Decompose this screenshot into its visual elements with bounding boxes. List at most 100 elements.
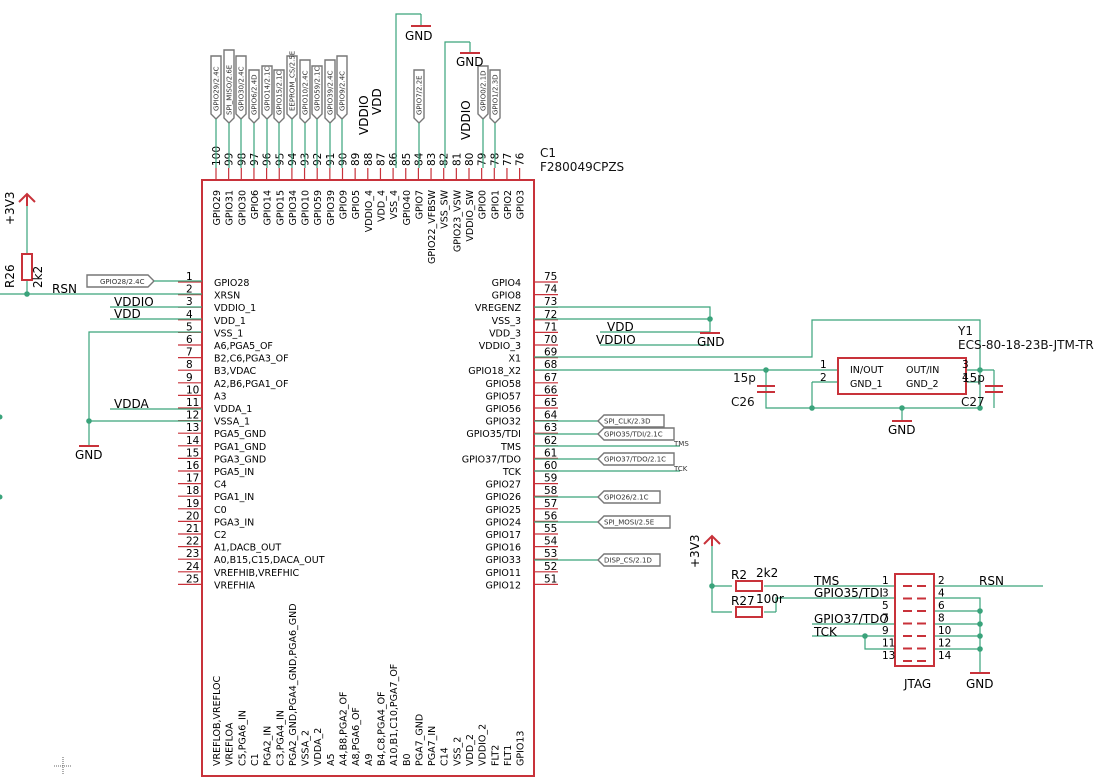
net-tck-small: TCK	[673, 465, 688, 473]
chip-pin-name: GPIO24	[486, 517, 521, 528]
junction-cap-gnd-3	[977, 405, 983, 411]
chip-pin-name: GPIO8	[492, 291, 521, 302]
chip-pin-name: B0	[402, 753, 413, 766]
left-wiring	[0, 206, 202, 445]
chip-pin-name: GPIO15	[275, 190, 286, 225]
net-tdi-jtag: GPIO35/TDI	[814, 586, 883, 600]
svg-text:EEPROM_CS/2.5E: EEPROM_CS/2.5E	[289, 51, 297, 111]
svg-text:GND_1: GND_1	[850, 379, 883, 390]
chip-pin-name: VSS_1	[214, 328, 243, 339]
chip-pin-name: GPIO2	[503, 190, 514, 219]
junction-jtag-8	[977, 621, 983, 627]
capacitor-c26: 15p C26	[731, 371, 775, 409]
chip-value: F280049CPZS	[540, 160, 624, 174]
chip-pin-name: GPIO26	[486, 492, 521, 503]
chip-pin-name: GPIO57	[486, 391, 521, 402]
svg-text:4: 4	[962, 372, 969, 384]
gnd-symbol-top-1: GND	[405, 25, 433, 43]
chip-pin-number: 19	[186, 498, 199, 510]
chip-pin-number: 81	[451, 153, 463, 166]
chip-pin-name: VDDIO_4	[364, 190, 375, 232]
junction-jtag-6	[977, 608, 983, 614]
chip-pin-name: PGA5_GND	[214, 429, 266, 440]
svg-text:100r: 100r	[756, 592, 784, 606]
svg-text:GPIO6/2.4D: GPIO6/2.4D	[251, 74, 259, 115]
svg-text:C26: C26	[731, 395, 755, 409]
chip-pin-name: A4,B8,PGA2_OF	[339, 692, 350, 766]
svg-text:R27: R27	[731, 594, 755, 608]
chip-pin-number: 55	[544, 523, 557, 535]
wire-jtag-11	[864, 636, 895, 650]
power-symbol-3v3-left: +3V3	[3, 191, 36, 225]
net-flag: GPIO59/2.1C	[311, 65, 323, 168]
chip-pin-number: 75	[544, 271, 557, 283]
chip-body	[201, 179, 535, 777]
chip-pin-name: GPIO14	[263, 190, 274, 225]
chip-pin-name: A6,PGA5_OF	[214, 341, 273, 352]
chip-pin-number: 20	[186, 510, 199, 522]
chip-pin-name: GPIO23_VSW	[452, 189, 463, 252]
chip-pin-name: GPIO28	[214, 278, 249, 289]
svg-text:GPIO35/TDI/2.1C: GPIO35/TDI/2.1C	[604, 431, 663, 439]
net-flag: SPI_CLK/2.3D	[597, 414, 665, 428]
net-flag: GPIO26/2.1C	[597, 490, 661, 504]
svg-text:IN/OUT: IN/OUT	[850, 365, 884, 376]
svg-text:GND: GND	[405, 29, 433, 43]
chip-pin-name: GPIO7	[414, 190, 425, 219]
chip-pin-number: 77	[502, 153, 514, 166]
chip-pin-number: 86	[388, 152, 400, 166]
power-symbol-3v3-jtag: +3V3	[688, 534, 721, 568]
chip-pin-number: 70	[544, 334, 557, 346]
chip-pin-name: VDD_2	[465, 734, 476, 766]
gnd-symbol-vss3: GND	[697, 332, 725, 349]
chip-pin-name: B4,C8,PGA4_OF	[376, 691, 387, 766]
net-flag: GPIO28/2.4C	[86, 274, 202, 288]
chip-pin-name: VREFHIA	[214, 580, 256, 591]
net-vdda-left: VDDA	[114, 397, 149, 411]
chip-pin-number: 95	[274, 153, 286, 166]
svg-text:8: 8	[938, 613, 945, 625]
chip-pin-name: GPIO17	[486, 530, 521, 541]
crystal-body	[837, 357, 967, 395]
svg-text:2: 2	[820, 372, 827, 384]
net-vdd-right: VDD	[607, 320, 634, 334]
chip-pin-name: GPIO34	[288, 190, 299, 225]
resistor-r2: R2 2k2	[731, 566, 778, 592]
net-tms-small: TMS	[673, 440, 689, 448]
chip-pin-name: PGA7_GND	[414, 714, 425, 766]
chip-pin-number: 59	[544, 473, 557, 485]
net-flag: GPIO15/2.1C	[273, 69, 285, 168]
chip-pin-number: 65	[544, 397, 557, 409]
gnd-symbol-left: GND	[75, 445, 103, 462]
net-flag: SPI_MOSI/2.5E	[597, 515, 671, 529]
svg-text:5: 5	[882, 600, 889, 612]
chip-pin-name: PGA2_IN	[263, 726, 274, 766]
chip-pin-number: 17	[186, 473, 199, 485]
junction-3v3-r2	[709, 583, 715, 589]
chip-pin-number: 91	[325, 153, 337, 166]
chip-pin-name: GPIO59	[313, 190, 324, 225]
chip-pin-number: 11	[186, 397, 199, 409]
chip-pin-number: 87	[375, 153, 387, 166]
gnd-symbol-jtag: GND	[966, 672, 994, 691]
net-vddio-left: VDDIO	[114, 295, 154, 309]
chip-pin-name: XRSN	[214, 291, 240, 302]
chip-pin-number: 63	[544, 422, 557, 434]
net-flag: GPIO37/TDO/2.1C	[597, 452, 675, 466]
chip-pin-name: VDD_3	[489, 328, 521, 339]
chip-pin-name: VREFLOB,VREFLOC	[212, 675, 223, 766]
chip-pin-number: 69	[544, 347, 557, 359]
chip-pin-name: GPIO5	[351, 190, 362, 219]
junction-x1	[977, 367, 983, 373]
junction-vssa	[86, 418, 92, 424]
chip-pin-name: A10,B1,C10,PGA7_OF	[389, 664, 400, 766]
jtag-body	[894, 573, 935, 667]
chip-pin-number: 94	[287, 152, 299, 166]
wire-vregenz	[534, 306, 711, 332]
resistor-r27: R27 100r	[731, 592, 784, 618]
net-tms-jtag: TMS	[813, 574, 839, 588]
chip-pin-name: GPIO37/TDO	[462, 454, 521, 465]
